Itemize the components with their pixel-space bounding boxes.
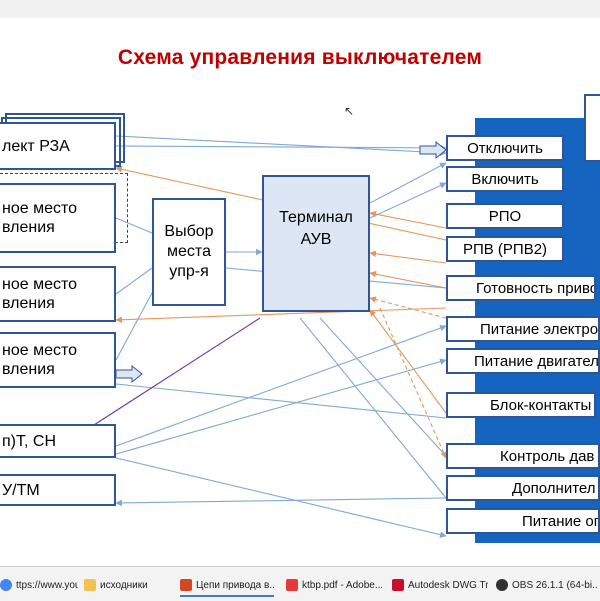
- wire-tsn-electro: [115, 324, 447, 447]
- wire-rpv-terminal: [369, 250, 447, 264]
- right-box-op-power: Питание оп: [446, 508, 600, 534]
- wire-rza-open: [115, 144, 447, 152]
- taskbar-item-autodesk[interactable]: Autodesk DWG Tr...: [392, 575, 488, 595]
- left-box-label: лект РЗА: [2, 137, 70, 155]
- right-box-rpv: РПВ (РПВ2): [446, 236, 564, 262]
- taskbar-item-obs[interactable]: OBS 26.1.1 (64-bi...: [496, 575, 598, 595]
- powerpoint-icon: [180, 579, 192, 591]
- taskbar-item-folder[interactable]: исходники: [84, 575, 172, 595]
- left-box-label: ное место вления: [2, 342, 78, 378]
- wire-place2-select: [115, 267, 153, 295]
- taskbar-item-pdf[interactable]: ktbp.pdf - Adobe...: [286, 575, 382, 595]
- wire-tsn-motor: [115, 358, 447, 455]
- taskbar-item-label: Autodesk DWG Tr...: [408, 579, 488, 591]
- taskbar-item-label: Цепи привода в...: [196, 579, 274, 591]
- slide-canvas: Схема управления выключателем лект РЗА н…: [0, 18, 600, 566]
- left-box-tu-tm: У/ТМ: [0, 474, 116, 506]
- right-box-label: Дополнител: [512, 479, 596, 497]
- pdf-icon: [286, 579, 298, 591]
- right-box-motor-power: Питание двигател: [446, 348, 600, 374]
- right-box-pressure: Контроль дав: [446, 443, 600, 469]
- wire-tsn-op: [115, 457, 447, 538]
- right-box-label: РПО: [488, 207, 522, 225]
- left-box-label: У/ТМ: [2, 481, 40, 499]
- wire-terminal-pressure: [319, 317, 447, 457]
- wire-terminal-close: [369, 182, 447, 219]
- left-box-label: п)Т, СН: [2, 432, 56, 450]
- taskbar-item-label: ttps://www.yout...: [16, 579, 78, 591]
- taskbar-item-label: ktbp.pdf - Adobe...: [302, 579, 382, 591]
- arrow-place3-icon: [115, 364, 143, 384]
- right-box-label: Питание электро: [480, 320, 599, 338]
- wire-rpo-terminal: [369, 210, 447, 229]
- right-box-electro-power: Питание электро: [446, 316, 600, 342]
- wire-terminal-tsn: [65, 317, 261, 444]
- wire-pressure-terminal-dash: [379, 307, 447, 459]
- mouse-cursor-icon: ↖: [344, 104, 355, 118]
- select-place-label: Выбор места упр-я: [164, 223, 214, 280]
- right-box-drive-ready: Готовность приво: [446, 275, 596, 301]
- taskbar-item-label: исходники: [100, 579, 148, 591]
- wire-rza-open-2: [115, 135, 447, 156]
- right-box-label: Питание оп: [522, 512, 600, 530]
- right-box-close: Включить: [446, 166, 564, 192]
- left-box-place-2: ное место вления: [0, 266, 116, 322]
- right-box-rpo: РПО: [446, 203, 564, 229]
- right-box-label: Отключить: [467, 139, 543, 157]
- terminal-auv-box: Терминал АУВ: [262, 175, 370, 312]
- taskbar-item-label: OBS 26.1.1 (64-bi...: [512, 579, 598, 591]
- terminal-auv-label: Терминал АУВ: [279, 209, 353, 248]
- wire-extra-tutm: [115, 497, 447, 507]
- right-box-label: Включить: [471, 170, 539, 188]
- right-box-label: Готовность приво: [476, 279, 596, 297]
- slide-title: Схема управления выключателем: [117, 46, 483, 69]
- panel-header-box: [584, 94, 600, 162]
- select-place-box: Выбор места упр-я: [152, 198, 226, 306]
- taskbar-item-browser[interactable]: ttps://www.yout...: [0, 575, 78, 595]
- right-box-additional: Дополнител: [446, 475, 600, 501]
- left-box-tsn: п)Т, СН: [0, 424, 116, 458]
- right-box-label: РПВ (РПВ2): [462, 240, 548, 258]
- taskbar-item-powerpoint[interactable]: Цепи привода в...: [180, 575, 274, 597]
- wire-terminal-open: [369, 162, 447, 204]
- wire-place3-select: [115, 292, 153, 361]
- wire-bk-terminal: [369, 309, 447, 414]
- left-box-label: ное место вления: [2, 276, 78, 312]
- arrow-into-open-icon: [419, 140, 447, 160]
- right-box-open: Отключить: [446, 135, 564, 161]
- wire-terminal-extra: [299, 317, 447, 499]
- taskbar: ttps://www.yout... исходники Цепи привод…: [0, 566, 600, 601]
- obs-icon: [496, 579, 508, 591]
- folder-icon: [84, 579, 96, 591]
- right-box-label: Питание двигател: [474, 352, 599, 370]
- left-box-label: ное место вления: [2, 200, 78, 236]
- right-box-label: Блок-контакты: [490, 396, 592, 414]
- browser-top-strip: [0, 0, 600, 19]
- right-box-block-contacts: Блок-контакты: [446, 392, 596, 418]
- wire-ready-terminal: [369, 270, 447, 289]
- left-box-rza: лект РЗА: [0, 122, 116, 170]
- right-box-label: Контроль дав: [500, 447, 595, 465]
- wire-ready-place2: [115, 307, 447, 324]
- wire-power-terminal: [369, 296, 447, 319]
- autodesk-icon: [392, 579, 404, 591]
- left-box-place-3: ное место вления: [0, 332, 116, 388]
- left-box-place-1: ное место вления: [0, 183, 116, 253]
- chrome-icon: [0, 579, 12, 591]
- wire-place1-select: [115, 217, 153, 234]
- wire-bk-place3: [115, 383, 447, 419]
